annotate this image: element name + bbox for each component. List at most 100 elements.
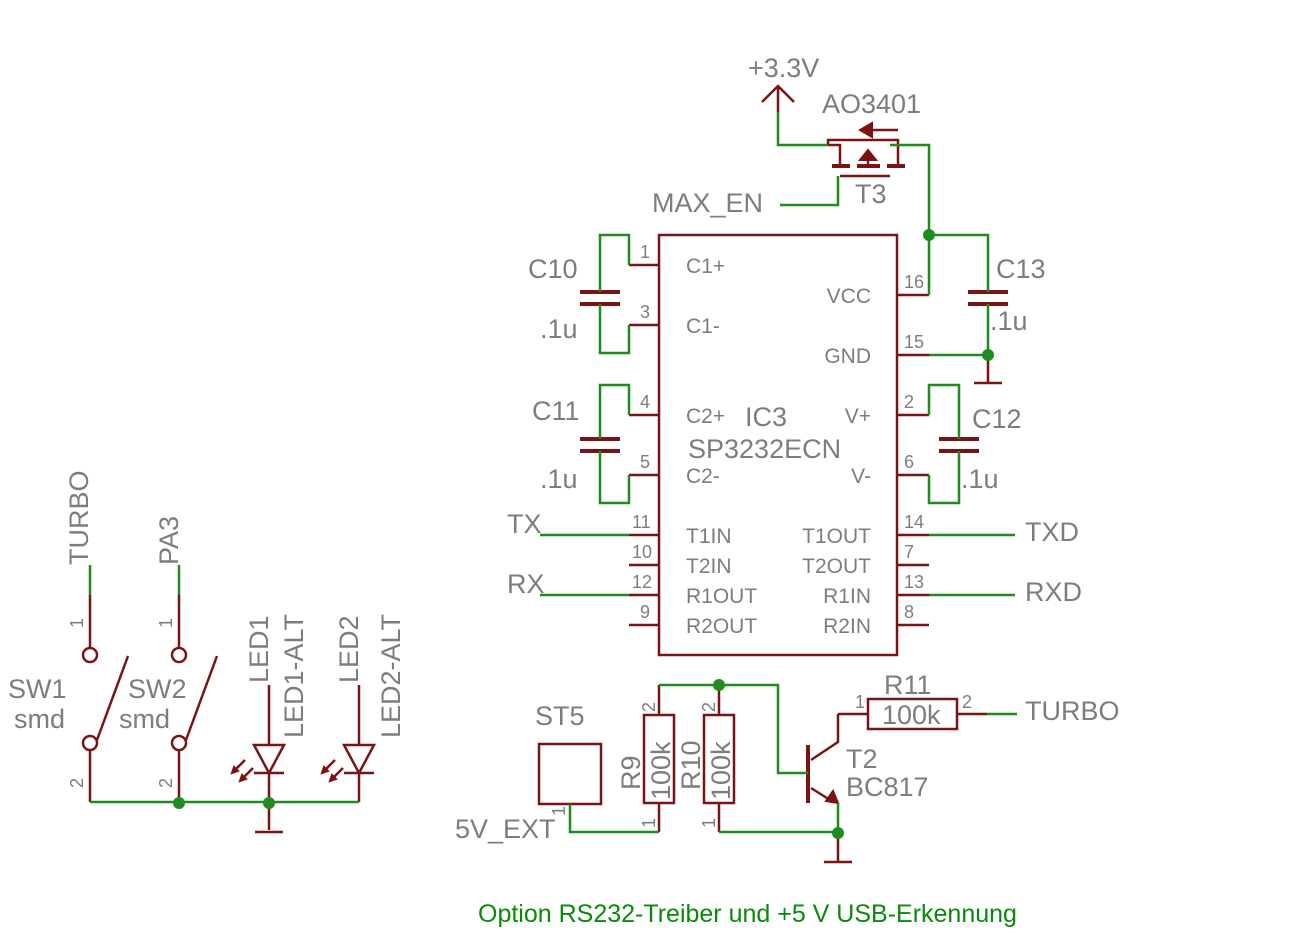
junction-dot [832,827,844,839]
ic3-pin-num: 14 [904,512,924,532]
capacitor-c11 [580,437,620,453]
turbo-out-label: TURBO [1025,696,1120,726]
pa3-net-label: PA3 [154,516,184,565]
sw2-pin2: 2 [156,778,176,788]
c13-value: .1u [990,306,1028,336]
ic3-body [657,233,899,657]
led-2 [320,685,377,802]
sw1-pin2: 2 [67,778,87,788]
st5-name: ST5 [535,701,585,731]
option-note: Option RS232-Treiber und +5 V USB-Erkenn… [478,900,1017,928]
ic3-pin-label: T1OUT [802,525,871,548]
r10-name: R10 [676,740,706,790]
ic3-value: SP3232ECN [688,434,841,464]
ic3-pin-label: T2OUT [802,555,871,578]
rxd-label: RXD [1025,577,1082,607]
c13-wire [890,143,990,357]
ic3-pin-num: 2 [904,392,914,412]
ic3-pin-label: V- [851,465,871,488]
c12-value: .1u [961,464,999,494]
supply-label: +3.3V [748,53,819,83]
switch-sw1 [81,595,130,802]
r11-pin1: 1 [855,692,865,712]
junction-dot [982,349,994,361]
t3-name: T3 [855,179,887,209]
ic3-pin-label: C1+ [686,255,725,278]
ic3-pin-label: T1IN [686,525,732,548]
transistor-t2 [806,714,840,805]
sw2-value: smd [119,704,170,734]
supply-symbol-3v3 [761,84,795,112]
ic3-pin-label: GND [824,345,871,368]
ic3-pin-num: 15 [904,332,924,352]
max-en-wire [780,176,840,207]
ic3-pin-label: T2IN [686,555,732,578]
turbo-net-label: TURBO [64,471,94,566]
c10-name: C10 [528,254,578,284]
rx-label: RX [507,569,545,599]
t2-value: BC817 [846,772,929,802]
sw1-pin1: 1 [67,618,87,628]
r10-value: 100k [706,741,736,800]
ic3-pin-num: 9 [640,602,650,622]
r11-value: 100k [882,700,941,730]
ic3-pin-num: 6 [904,452,914,472]
r9-r10-leads [657,685,721,832]
junction-dot [263,797,275,809]
connector-st5 [537,742,603,806]
st5-pin: 1 [549,806,569,816]
ic3-pin-num: 11 [632,512,651,532]
junction-dot [173,797,185,809]
ext5v-label: 5V_EXT [455,814,556,844]
txd-label: TXD [1025,517,1079,547]
ic3-pin-num: 13 [904,572,924,592]
led1-alt-label: LED1-ALT [279,614,309,738]
max-en-label: MAX_EN [652,188,763,218]
c12-name: C12 [972,404,1022,434]
sw2-name: SW2 [128,674,187,704]
r10-pin2: 2 [699,702,719,712]
ic3-pin-label: R2IN [823,615,871,638]
r10-pin1: 1 [699,818,719,828]
r9-value: 100k [646,741,676,800]
ic3-pin-num: 1 [640,242,650,262]
sw1-value: smd [14,704,65,734]
ic3-pin-num: 8 [904,602,914,622]
c13-name: C13 [996,254,1046,284]
junction-dot [923,229,935,241]
r11-name: R11 [884,670,932,700]
ic3-pin-num: 4 [640,392,650,412]
c11-value: .1u [540,464,578,494]
ic3-pin-label: R2OUT [686,615,757,638]
led2-alt-label: LED2-ALT [376,614,406,738]
capacitor-c10 [580,290,620,306]
r9-pin1: 1 [639,818,659,828]
ic3-pin-label: C2- [686,465,720,488]
ic3-name: IC3 [745,402,787,432]
led-1 [230,685,287,834]
ic3-pin-label: V+ [845,405,871,428]
sw1-name: SW1 [8,674,67,704]
tx-label: TX [507,509,542,539]
ic3-left-pins [629,263,659,627]
ic3-pin-num: 16 [904,272,924,292]
ic3-pin-label: R1OUT [686,585,757,608]
ic3-pin-label: C2+ [686,405,725,428]
c11-name: C11 [532,396,580,426]
junction-dot [713,679,725,691]
t2-name: T2 [846,744,878,774]
ic3-pin-num: 5 [640,452,650,472]
ic3-pin-label: R1IN [823,585,871,608]
supply-wire [776,112,828,147]
ic3-pin-num: 12 [632,572,652,592]
c10-value: .1u [540,314,578,344]
sw2-pin1: 1 [156,618,176,628]
t3-value: AO3401 [822,89,921,119]
ic3-pin-label: C1- [686,315,720,338]
c10-wire [598,233,631,355]
ic3-pin-label: VCC [827,285,871,308]
capacitor-c12 [939,437,979,453]
mosfet-t3 [826,121,905,178]
ic3-pin-num: 3 [640,302,650,322]
